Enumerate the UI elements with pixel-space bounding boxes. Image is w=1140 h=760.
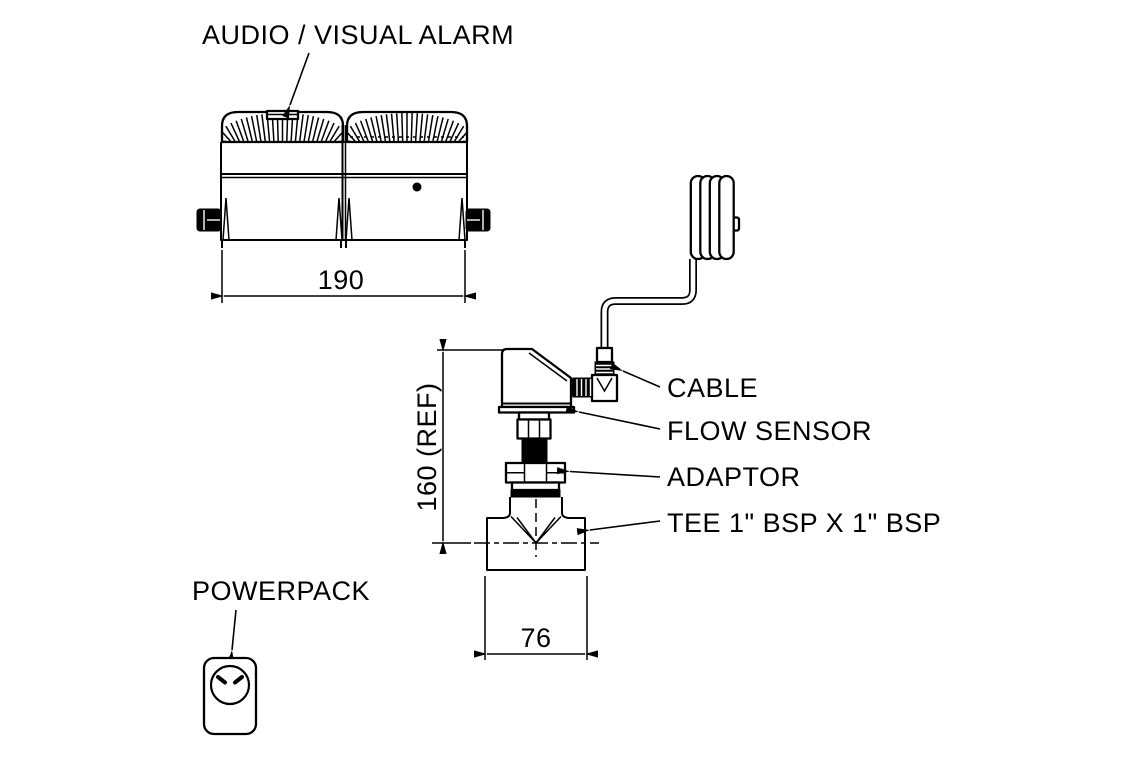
tee-body-outline <box>486 517 586 571</box>
cable-coil-drawing <box>600 174 741 349</box>
plug-face <box>209 664 251 706</box>
alarm-cable-gland-left <box>196 208 222 232</box>
plug-pin-slot-right <box>233 675 244 685</box>
cable-callout: CABLE <box>609 362 758 403</box>
tee-chamfer-lines <box>510 515 562 544</box>
powerpack-label: POWERPACK <box>192 576 370 606</box>
tee-branch-right-side <box>561 497 569 519</box>
alarm-callout: AUDIO / VISUAL ALARM <box>202 20 514 119</box>
sensor-hex-nut <box>516 418 552 440</box>
dimension-assembly-height: 160 (REF) <box>412 339 503 554</box>
powerpack-plug-drawing <box>202 656 258 736</box>
cable-run-outline <box>600 259 697 349</box>
tee-branch-left-side <box>503 497 511 519</box>
cable-connector-barrel <box>595 346 614 364</box>
dim-value-160-ref: 160 (REF) <box>412 382 442 511</box>
elbow-connector-chevron <box>596 377 613 393</box>
cable-label: CABLE <box>667 373 758 403</box>
adaptor-thread-band <box>510 489 561 498</box>
adaptor-leader-arrow <box>556 467 661 478</box>
alarm-cable-gland-right <box>465 208 491 232</box>
dim-value-76: 76 <box>520 623 551 653</box>
plug-pin-slot-left <box>216 675 227 685</box>
cable-connector-knurl <box>594 361 615 376</box>
audio-visual-alarm-label: AUDIO / VISUAL ALARM <box>202 20 514 50</box>
powerpack-leader-arrow <box>227 609 237 664</box>
cable-coil-loop <box>718 174 735 261</box>
audio-visual-alarm-drawing <box>196 109 491 248</box>
adaptor-callout: ADAPTOR <box>556 462 801 492</box>
alarm-corner-clip <box>345 197 353 241</box>
dimension-tee-width: 76 <box>474 576 598 660</box>
alarm-leader-arrow <box>282 52 310 119</box>
sensor-threaded-stem <box>521 438 548 464</box>
adaptor-label: ADAPTOR <box>667 462 801 492</box>
alarm-body-outline <box>220 142 468 241</box>
sensor-port-knurled-nut <box>572 377 593 398</box>
cable-run-core <box>602 259 696 349</box>
flow-sensor-label: FLOW SENSOR <box>667 416 872 446</box>
dimension-alarm-width: 190 <box>211 250 476 303</box>
adaptor-hex-nut <box>504 461 567 484</box>
alarm-dome-fins-right <box>347 113 467 142</box>
flow-sensor-leader-arrow <box>565 405 661 430</box>
flow-sensor-drawing <box>497 346 619 498</box>
powerpack-callout: POWERPACK <box>192 576 370 664</box>
elbow-connector-body <box>590 373 619 403</box>
cable-leader-arrow <box>609 362 661 388</box>
alarm-indicator-dot <box>412 182 422 192</box>
alarm-corner-clip <box>222 197 230 241</box>
dim-value-190: 190 <box>318 265 365 295</box>
sensor-body-slant-inner-line <box>528 352 568 382</box>
alarm-corner-clip <box>335 197 343 241</box>
tee-label: TEE 1" BSP X 1" BSP <box>667 508 941 538</box>
alarm-top-tab <box>265 109 300 121</box>
flow-sensor-body <box>500 347 573 409</box>
flow-sensor-callout: FLOW SENSOR <box>565 405 872 446</box>
alarm-corner-clip <box>458 197 466 241</box>
tee-leader-arrow <box>576 520 661 536</box>
tee-fitting-drawing <box>474 497 599 571</box>
adaptor-collar <box>510 481 561 492</box>
tee-callout: TEE 1" BSP X 1" BSP <box>576 508 941 538</box>
